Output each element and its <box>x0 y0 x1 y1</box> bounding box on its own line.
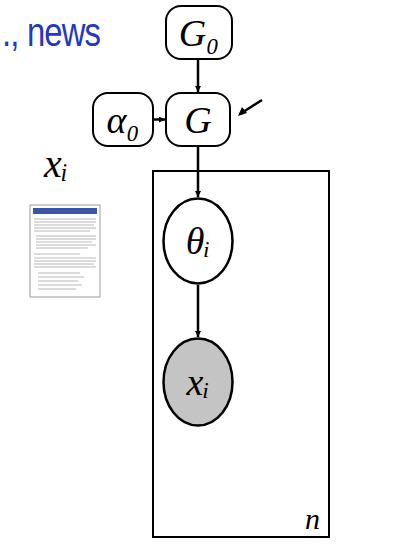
plate-count: n <box>305 504 320 534</box>
dependency-arrow <box>197 60 200 92</box>
variable-name: G <box>184 101 211 139</box>
random-measure-box: G <box>165 92 231 147</box>
document-thumbnail <box>30 205 100 297</box>
stub-arrow <box>238 100 262 116</box>
variable-label: xᵢ <box>44 141 68 186</box>
dependency-arrow <box>197 285 200 337</box>
dependency-arrow <box>197 147 200 197</box>
dependency-arrow <box>154 118 165 121</box>
parameter-circle: θᵢ <box>162 197 234 285</box>
concentration-box: α₀ <box>92 92 154 147</box>
observed-circle: xᵢ <box>162 337 234 427</box>
base-measure-box: G₀ <box>165 5 233 60</box>
variable-name: G₀ <box>179 14 220 52</box>
variable-name: α₀ <box>106 101 139 139</box>
variable-name: θᵢ <box>186 222 211 260</box>
variable-label-wrap: xᵢ <box>44 140 68 187</box>
variable-name: xᵢ <box>187 363 210 401</box>
caption-fragment-wrap: ., news <box>2 10 122 55</box>
plate: n θᵢ xᵢ <box>152 170 330 538</box>
caption-fragment: ., news <box>2 10 100 55</box>
